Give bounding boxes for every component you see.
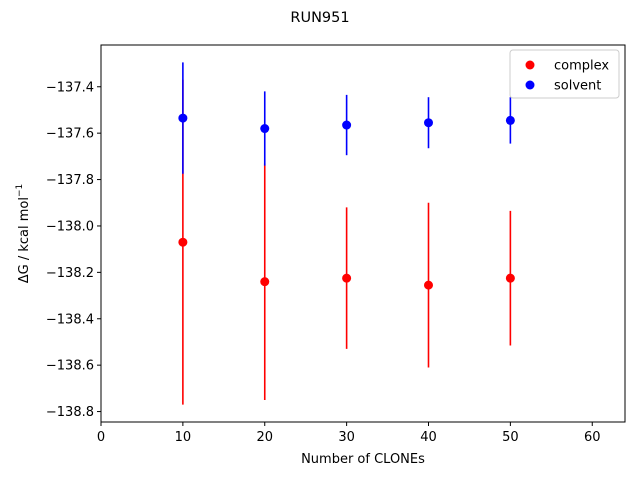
series-complex — [178, 79, 515, 405]
y-axis-title-superscript: −1 — [15, 184, 25, 197]
plot-area — [178, 62, 515, 405]
solvent-data-point — [260, 124, 270, 134]
y-axis-title: ΔG / kcal mol−1 — [15, 184, 32, 284]
y-tick-label: −138.6 — [46, 359, 94, 374]
complex-data-point — [505, 273, 515, 283]
legend: complex solvent — [509, 49, 620, 99]
complex-data-point — [424, 280, 433, 290]
x-tick-label: 20 — [256, 430, 273, 445]
x-tick-label: 10 — [175, 430, 192, 445]
y-tick-label: −137.4 — [46, 80, 94, 95]
y-tick-label: −137.6 — [46, 127, 94, 142]
solvent-data-point — [178, 113, 188, 123]
legend-label-complex: complex — [554, 59, 609, 74]
solvent-data-point — [505, 115, 515, 125]
y-tick-label: −138.4 — [46, 312, 94, 327]
plot-frame — [100, 44, 626, 423]
series-solvent — [178, 62, 515, 174]
legend-box — [509, 49, 620, 99]
x-tick-label: 0 — [97, 430, 105, 445]
x-tick-label: 60 — [584, 430, 601, 445]
legend-label-solvent: solvent — [554, 79, 601, 94]
solvent-data-point — [424, 118, 433, 128]
complex-data-point — [342, 273, 352, 283]
legend-marker-complex — [525, 60, 535, 70]
y-tick-label: −137.8 — [46, 173, 94, 188]
y-tick-label: −138.8 — [46, 405, 94, 420]
complex-data-point — [260, 277, 270, 287]
x-tick-label: 40 — [420, 430, 437, 445]
x-tick-label: 30 — [338, 430, 355, 445]
x-axis: 0 10 20 30 40 50 60 — [97, 422, 601, 445]
y-axis: −138.8 −138.6 −138.4 −138.2 −138.0 −137.8 −137… — [46, 80, 101, 420]
y-axis-title-base: ΔG / kcal mol — [17, 197, 32, 283]
y-tick-label: −138.2 — [46, 266, 94, 281]
x-axis-title: Number of CLONEs — [301, 452, 425, 467]
x-tick-label: 50 — [502, 430, 519, 445]
complex-data-point — [178, 237, 188, 247]
legend-marker-solvent — [525, 80, 535, 90]
chart-title: RUN951 — [290, 10, 349, 26]
y-tick-label: −138.0 — [46, 219, 94, 234]
solvent-data-point — [342, 120, 352, 130]
